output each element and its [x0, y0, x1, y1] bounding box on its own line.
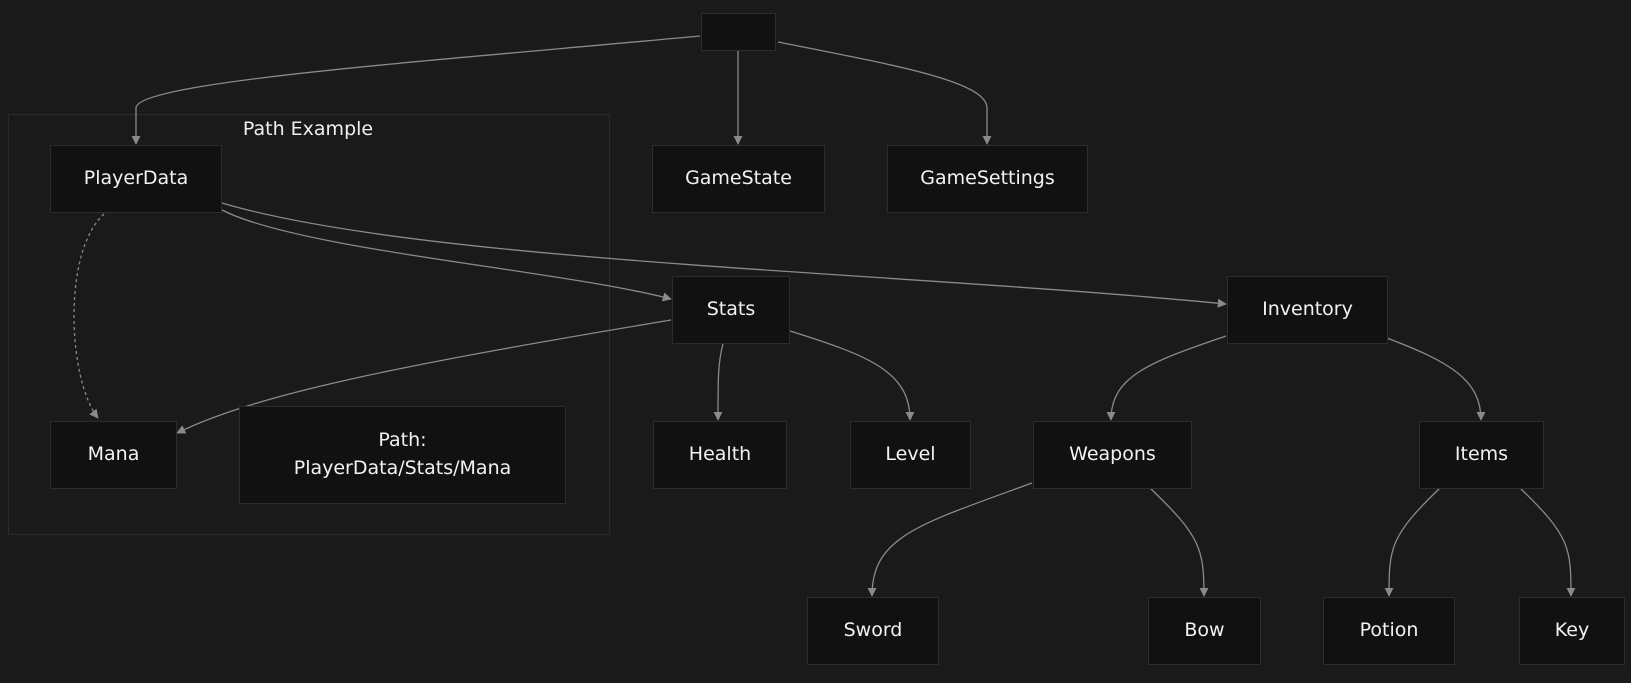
mana-node[interactable]: Mana: [50, 421, 177, 489]
edge-playerdata-stats: [221, 209, 672, 302]
edge-stats-health: [713, 343, 724, 421]
path-note-node[interactable]: Path: PlayerData/Stats/Mana: [239, 406, 566, 504]
root-node[interactable]: [701, 13, 776, 51]
sword-node[interactable]: Sword: [807, 597, 939, 665]
playerdata-node[interactable]: PlayerData: [50, 145, 222, 213]
edge-stats-mana: [176, 319, 672, 434]
gamesettings-node[interactable]: GameSettings: [887, 145, 1088, 213]
potion-node[interactable]: Potion: [1323, 597, 1455, 665]
level-node[interactable]: Level: [850, 421, 971, 489]
path-note-line1: Path:: [378, 429, 427, 452]
edge-stats-level: [789, 330, 915, 421]
path-note-line2: PlayerData/Stats/Mana: [293, 457, 512, 479]
gamestate-node[interactable]: GameState: [652, 145, 825, 213]
weapons-node[interactable]: Weapons: [1033, 421, 1192, 489]
inventory-node[interactable]: Inventory: [1227, 276, 1388, 344]
edge-items-key: [1519, 487, 1576, 597]
edge-inventory-items: [1386, 337, 1486, 421]
edge-inventory-weapons: [1106, 335, 1227, 421]
items-node[interactable]: Items: [1419, 421, 1544, 489]
health-node[interactable]: Health: [653, 421, 787, 489]
edge-weapons-sword: [867, 482, 1033, 597]
edge-root-gamesettings: [777, 41, 992, 145]
edge-weapons-bow: [1149, 487, 1209, 597]
edge-items-potion: [1384, 487, 1441, 597]
edge-playerdata-inventory: [221, 202, 1227, 308]
edge-playerdata-mana: [73, 213, 105, 419]
bow-node[interactable]: Bow: [1148, 597, 1261, 665]
edge-root-playerdata: [131, 35, 701, 145]
stats-node[interactable]: Stats: [672, 276, 790, 344]
key-node[interactable]: Key: [1519, 597, 1625, 665]
cluster-label: Path Example: [242, 118, 374, 140]
